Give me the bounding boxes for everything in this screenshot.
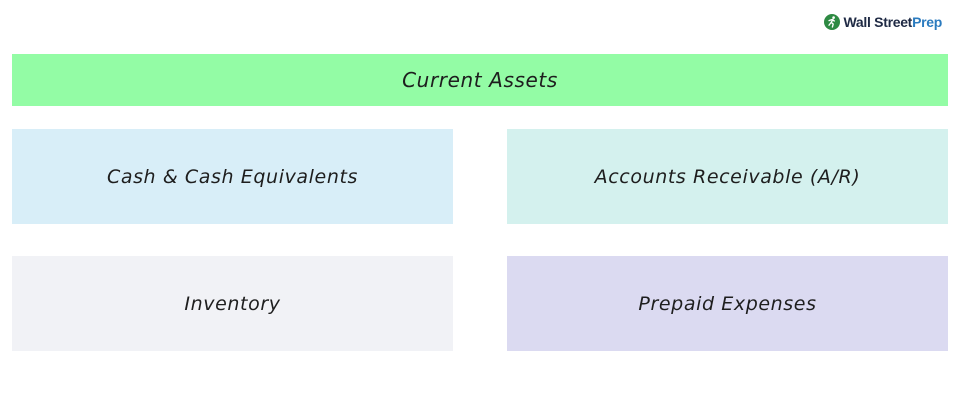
- brand-logo: Wall StreetPrep: [823, 12, 943, 32]
- runner-icon: [823, 14, 840, 30]
- cash-equivalents-box: Cash & Cash Equivalents: [12, 129, 453, 224]
- inventory-box: Inventory: [12, 256, 453, 351]
- brand-name-accent: Prep: [912, 14, 942, 30]
- prepaid-expenses-box: Prepaid Expenses: [507, 256, 948, 351]
- brand-name: Wall StreetPrep: [843, 14, 943, 30]
- brand-name-primary: Wall Street: [843, 14, 913, 30]
- accounts-receivable-box: Accounts Receivable (A/R): [507, 129, 948, 224]
- current-assets-header: Current Assets: [12, 54, 948, 106]
